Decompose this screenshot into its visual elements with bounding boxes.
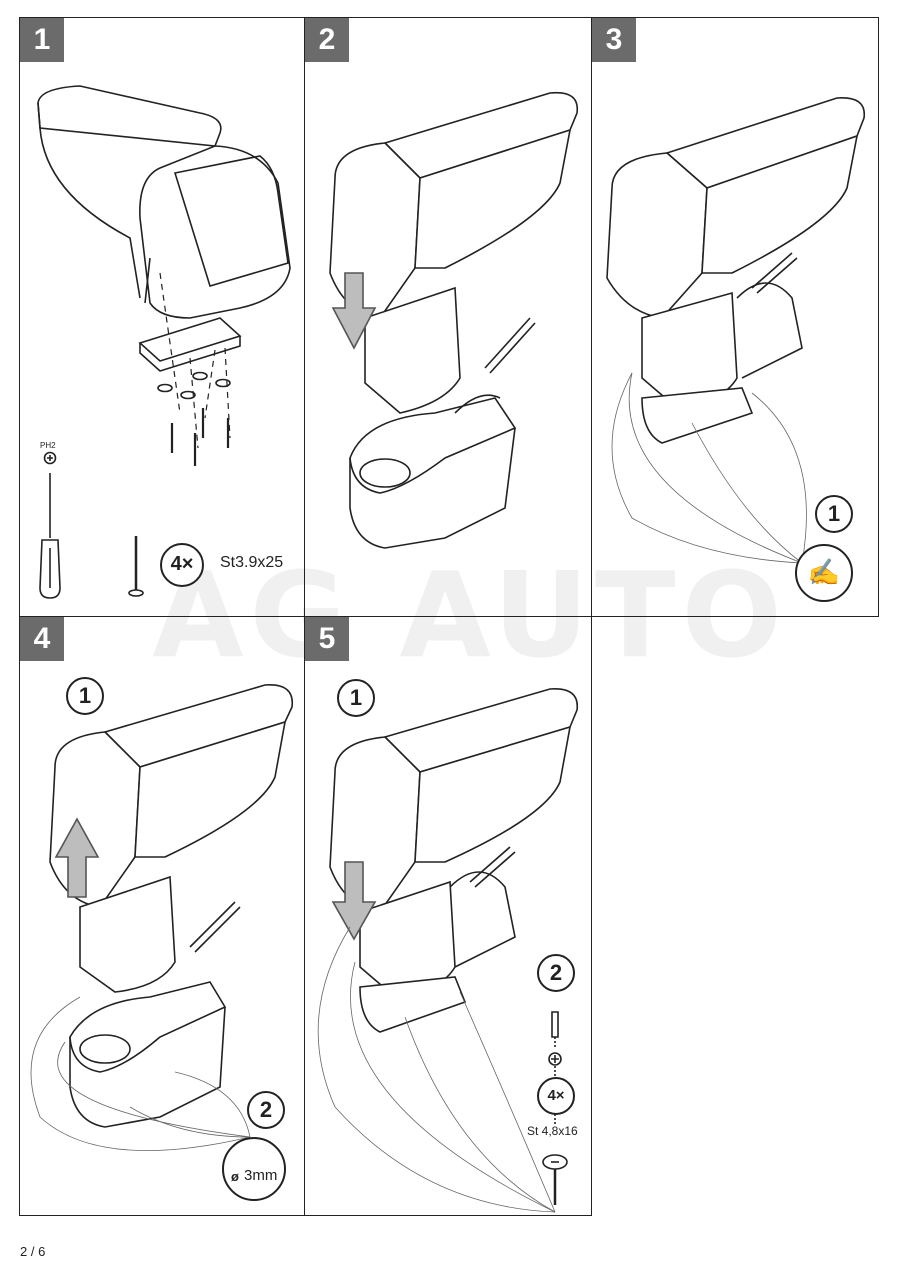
armrest-mark-holes-illustration (606, 97, 866, 564)
step-5-substep-2: 2 (537, 954, 575, 992)
step-4-substep-1: 1 (66, 677, 104, 715)
step-5-panel: 5 (304, 616, 592, 1216)
marker-pen-icon: ✍ (795, 544, 853, 602)
screw-count-badge: 4× (537, 1077, 575, 1115)
step-3-panel: 3 1 ✍ (591, 17, 879, 617)
screwdriver-size-label: PH2 (40, 441, 56, 450)
diameter-symbol: ø (231, 1169, 239, 1184)
step-2-panel: 2 (304, 17, 592, 617)
page-number: 2 / 6 (20, 1244, 46, 1259)
step-1-badge: 1 (20, 18, 64, 62)
step-4-substep-2: 2 (247, 1091, 285, 1129)
step-3-badge: 3 (592, 18, 636, 62)
step-4-badge: 4 (20, 617, 64, 661)
step-5-substep-1: 1 (337, 679, 375, 717)
armrest-screw-install-illustration (317, 688, 579, 1213)
screw-spec-label: St3.9x25 (220, 554, 284, 571)
screw-count-badge: 4× (160, 543, 204, 587)
step-4-panel: 4 1 2 ø 3mm (19, 616, 305, 1216)
step-3-substep-1: 1 (815, 495, 853, 533)
screw-spec-label: St 4,8x16 (527, 1124, 578, 1138)
step-2-badge: 2 (305, 18, 349, 62)
watermark: AG AUTO (152, 546, 788, 684)
armrest-exploded-illustration (37, 85, 291, 599)
armrest-lift-drill-illustration (30, 684, 294, 1151)
drill-size-label: 3mm (244, 1167, 278, 1184)
step-5-badge: 5 (305, 617, 349, 661)
drill-bit-icon: ø 3mm (222, 1137, 286, 1201)
armrest-mount-illustration (329, 91, 579, 549)
step-1-panel: 1 (19, 17, 305, 617)
